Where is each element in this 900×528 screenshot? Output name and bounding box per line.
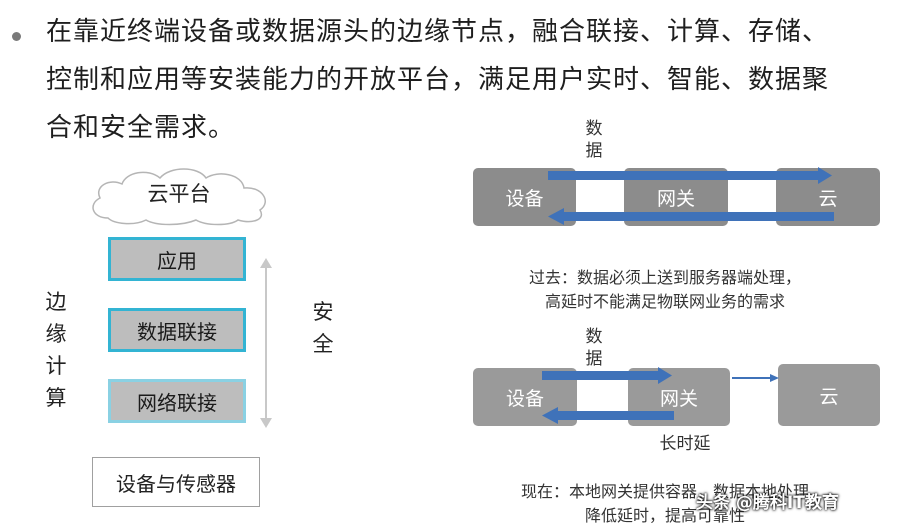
security-char: 安 bbox=[312, 300, 334, 324]
now-cloud-node: 云 bbox=[778, 364, 880, 426]
edge-char: 计 bbox=[45, 354, 67, 378]
layer-data-connection: 数据联接 bbox=[108, 308, 246, 352]
past-data-arrows bbox=[548, 167, 834, 225]
now-caption: 现在：本地网关提供容器，数据本地处理 降低延时，提高可靠性 bbox=[480, 480, 850, 528]
watermark-text: 头条 @腾科IT教育 bbox=[696, 493, 839, 513]
definition-paragraph: 在靠近终端设备或数据源头的边缘节点，融合联接、计算、存储、 控制和应用等安装能力… bbox=[46, 8, 891, 152]
security-label: 安 全 bbox=[311, 296, 335, 360]
data-char: 数 bbox=[585, 119, 603, 139]
data-char: 数 bbox=[585, 327, 603, 347]
data-char: 据 bbox=[585, 349, 603, 369]
paragraph-line: 合和安全需求。 bbox=[46, 113, 236, 143]
cloud-shape bbox=[92, 168, 266, 226]
caption-line: 现在：本地网关提供容器，数据本地处理 bbox=[520, 482, 809, 501]
past-data-label: 数 据 bbox=[583, 118, 605, 162]
security-char: 全 bbox=[312, 332, 334, 356]
security-double-arrow bbox=[260, 258, 272, 428]
caption-line: 过去：数据必须上送到服务器端处理， bbox=[528, 268, 801, 287]
layer-application: 应用 bbox=[108, 237, 246, 281]
paragraph-line: 控制和应用等安装能力的开放平台，满足用户实时、智能、数据聚 bbox=[46, 65, 830, 95]
layer-network-connection: 网络联接 bbox=[108, 379, 246, 423]
bullet-icon bbox=[12, 32, 21, 41]
caption-line: 高延时不能满足物联网业务的需求 bbox=[544, 292, 785, 311]
long-latency-label: 长时延 bbox=[659, 434, 711, 454]
paragraph-line: 在靠近终端设备或数据源头的边缘节点，融合联接、计算、存储、 bbox=[46, 17, 830, 47]
now-data-arrows bbox=[542, 367, 779, 424]
edge-computing-label: 边 缘 计 算 bbox=[44, 286, 68, 414]
edge-char: 算 bbox=[45, 386, 67, 410]
data-char: 据 bbox=[585, 141, 603, 161]
devices-sensors-box: 设备与传感器 bbox=[92, 457, 260, 507]
now-data-label: 数 据 bbox=[583, 326, 605, 370]
edge-char: 边 bbox=[45, 290, 67, 314]
cloud-platform-label: 云平台 bbox=[147, 182, 211, 206]
past-caption: 过去：数据必须上送到服务器端处理， 高延时不能满足物联网业务的需求 bbox=[490, 266, 840, 314]
edge-char: 缘 bbox=[45, 322, 67, 346]
caption-line: 降低延时，提高可靠性 bbox=[584, 506, 745, 525]
